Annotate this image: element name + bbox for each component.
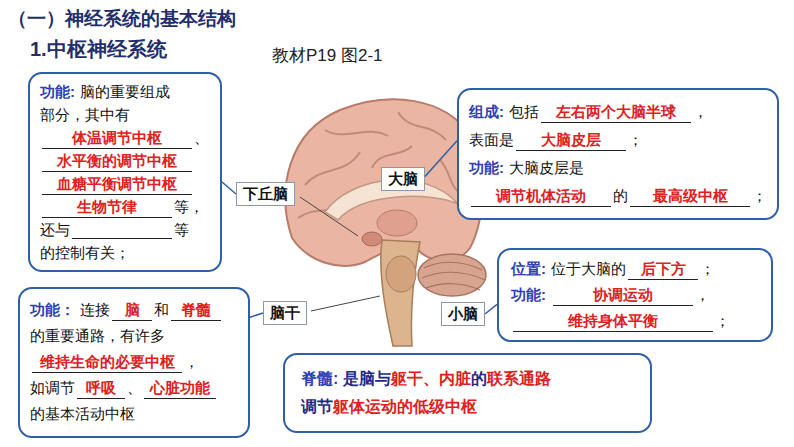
body-text: 表面是 <box>469 131 514 148</box>
body-text: 的重要通路，有许多 <box>30 327 165 344</box>
cerebrum-callout: 组成:包括左右两个大脑半球，表面是大脑皮层；功能:大脑皮层是调节机体活动的最高级… <box>457 88 779 220</box>
emphasis-text: 是脑与 <box>343 370 391 387</box>
part-label: 小脑 <box>441 302 485 326</box>
gyrus <box>398 112 446 140</box>
key-term: 功能: <box>511 286 546 303</box>
spinal-cord-callout: 脊髓: 是脑与躯干、内脏的联系通路调节躯体运动的低级中枢 <box>283 353 652 433</box>
body-text: ； <box>715 312 730 329</box>
gyrus <box>372 146 412 168</box>
hypothalamus <box>362 232 382 246</box>
key-term: 功能： <box>30 301 75 318</box>
answer-fill: 左右两个大脑半球 <box>541 103 691 123</box>
answer-fill: 血糖平衡调节中枢 <box>42 175 192 195</box>
key-term: 位置: <box>511 260 546 277</box>
body-text: 位于大脑的 <box>551 260 626 277</box>
part-label: 下丘脑 <box>236 182 295 206</box>
answer-fill: 调节机体活动 <box>471 187 611 207</box>
body-text: 大脑皮层是 <box>509 159 584 176</box>
brainstem <box>381 240 420 346</box>
part-label: 脑干 <box>263 301 307 325</box>
answer-fill: 维持生命的必要中枢 <box>32 353 182 373</box>
page-title: （一）神经系统的基本结构 <box>8 6 236 32</box>
body-text: 的基本活动中枢 <box>30 405 135 422</box>
part-label: 大脑 <box>381 167 425 191</box>
body-text: 下丘脑 <box>243 185 288 202</box>
answer-text: 躯干、内脏 <box>391 370 471 387</box>
key-term: 组成: <box>469 103 504 120</box>
body-text: 大脑 <box>388 170 418 187</box>
connector-line <box>485 304 497 314</box>
thalamus <box>377 210 417 236</box>
answer-fill: 心脏功能 <box>144 379 216 399</box>
answer-fill: 后下方 <box>628 260 698 280</box>
body-text: 等 <box>174 221 189 238</box>
connector-line <box>222 182 236 194</box>
cerebellum-callout: 位置:位于大脑的后下方；功能:协调运动，维持身体平衡； <box>497 248 773 342</box>
body-text: 、 <box>194 129 209 146</box>
body-text: ； <box>628 131 643 148</box>
leader-line <box>300 197 358 236</box>
body-text: ； <box>700 260 715 277</box>
textbook-ref: 教材P19 图2-1 <box>272 44 383 67</box>
body-text: 包括 <box>509 103 539 120</box>
connector-line <box>250 313 263 317</box>
answer-fill: 脊髓 <box>171 301 221 321</box>
key-term: 功能: <box>469 159 504 176</box>
body-text: 还与 <box>40 221 70 238</box>
answer-fill: 生物节律 <box>42 198 172 218</box>
answer-fill: 体温调节中枢 <box>42 129 192 149</box>
answer-text: 联系通路 <box>487 370 551 387</box>
emphasis-text: 调节 <box>301 398 333 415</box>
body-text: 等， <box>174 198 204 215</box>
answer-fill: 大脑皮层 <box>516 131 626 151</box>
key-term: 脊髓: <box>301 370 338 387</box>
body-text: 和 <box>154 301 169 318</box>
answer-fill: 维持身体平衡 <box>513 312 713 332</box>
body-text: ， <box>695 286 710 303</box>
body-text: 小脑 <box>448 305 478 322</box>
body-text: 的控制有关； <box>40 244 130 261</box>
key-term: 功能: <box>40 83 75 100</box>
brainstem-callout: 功能： 连接脑和脊髓的重要通路，有许多维持生命的必要中枢， 如调节呼吸、心脏功能的基… <box>18 287 250 438</box>
body-text: ； <box>752 187 767 204</box>
body-text: ， <box>693 103 708 120</box>
body-text: 的 <box>613 187 628 204</box>
gyrus <box>305 152 360 185</box>
emphasis-text: 的 <box>471 370 487 387</box>
body-text: 部分，其中有 <box>40 106 130 123</box>
answer-blank <box>72 223 172 239</box>
answer-fill: 最高级中枢 <box>630 187 750 207</box>
answer-fill: 水平衡的调节中枢 <box>42 152 192 172</box>
cerebellum-fold <box>422 262 485 290</box>
body-text: 脑干 <box>270 304 300 321</box>
body-text: ， <box>184 353 199 370</box>
section-heading: 1.中枢神经系统 <box>30 36 167 63</box>
answer-fill: 呼吸 <box>77 379 125 399</box>
gyrus <box>325 130 388 136</box>
body-text: 、 <box>127 379 142 396</box>
connector-line <box>425 141 457 177</box>
pons <box>386 256 416 292</box>
answer-text: 躯体运动的低级中枢 <box>333 398 477 415</box>
answer-fill: 协调运动 <box>553 286 693 306</box>
cerebellum <box>418 254 486 296</box>
body-text: 如调节 <box>30 379 75 396</box>
leader-line <box>311 296 380 311</box>
body-text: 脑的重要组成 <box>80 83 170 100</box>
body-text: 连接 <box>80 301 110 318</box>
answer-fill: 脑 <box>112 301 152 321</box>
hypothalamus-callout: 功能: 脑的重要组成部分，其中有体温调节中枢、水平衡的调节中枢血糖平衡调节中枢生物… <box>28 72 222 272</box>
